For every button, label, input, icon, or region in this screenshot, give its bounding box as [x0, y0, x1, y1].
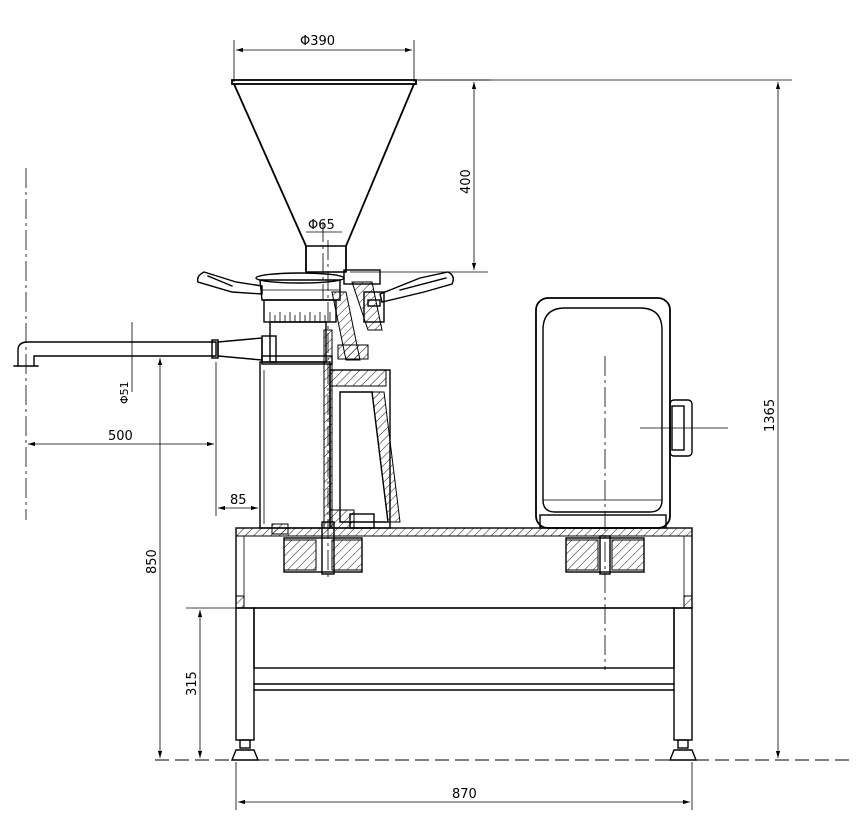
dimension-hopper-diameter-label: Φ390 [300, 34, 335, 49]
motor-pulley [565, 535, 645, 575]
adjustment-scale [269, 312, 331, 322]
dimension-inlet-diameter: Φ65 [306, 218, 342, 233]
mill-head [196, 269, 455, 363]
dimension-frame-height-label: 315 [185, 671, 200, 696]
dimension-hopper-height: 400 [350, 79, 490, 273]
dimension-outlet-reach-label: 500 [108, 429, 133, 444]
dimension-base-width: 870 [235, 762, 693, 810]
dimension-outlet-height: 850 [145, 355, 216, 758]
dimension-total-height: 1365 [418, 79, 792, 758]
dimension-hopper-height-label: 400 [459, 169, 474, 194]
dimension-outlet-reach: 500 [25, 168, 217, 520]
base-frame [230, 527, 698, 761]
dimension-outlet-height-label: 850 [145, 549, 160, 574]
dimension-frame-height: 315 [185, 607, 236, 758]
dimension-outlet-offset: 85 [218, 493, 261, 518]
dimension-total-height-label: 1365 [763, 399, 778, 432]
dimension-outlet-diameter: Φ51 [118, 322, 214, 404]
hopper [231, 79, 417, 300]
mill-pulley [271, 523, 363, 573]
outlet-pipe [13, 335, 277, 367]
motor [535, 297, 728, 670]
dimension-outlet-offset-label: 85 [230, 493, 247, 508]
dimension-base-width-label: 870 [452, 787, 477, 802]
dimension-outlet-diameter-label: Φ51 [118, 381, 131, 404]
dimension-hopper-diameter: Φ390 [233, 34, 415, 82]
dimension-inlet-diameter-label: Φ65 [308, 218, 335, 233]
